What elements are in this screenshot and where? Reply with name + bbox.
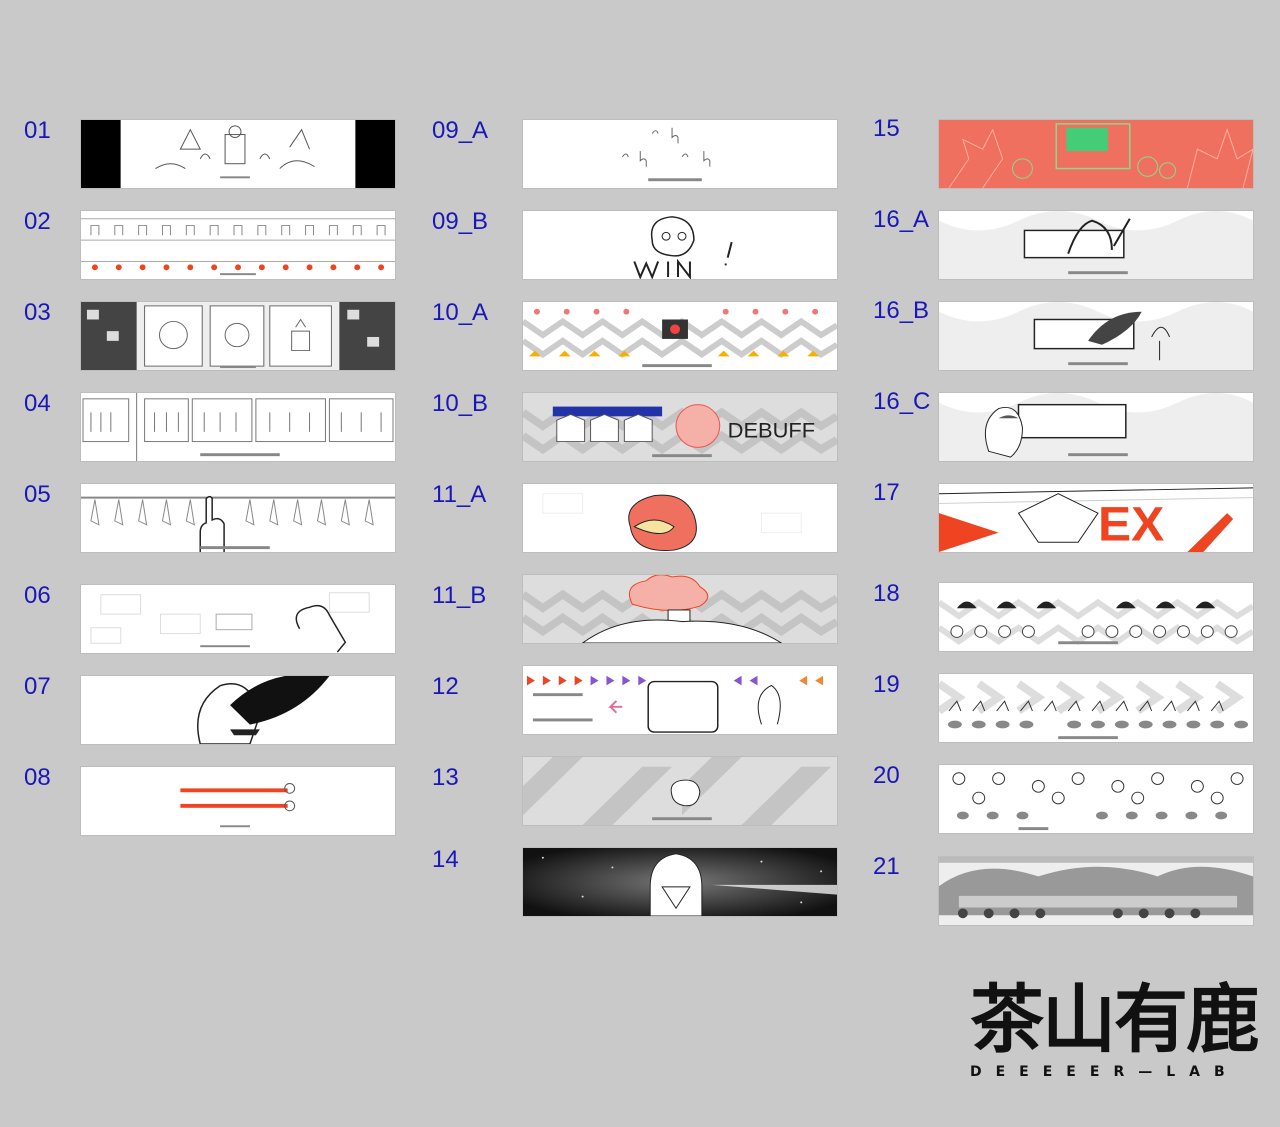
frame-thumb-21 xyxy=(938,856,1254,926)
frame-thumb-03 xyxy=(80,301,396,371)
frame-label-14: 14 xyxy=(432,846,459,873)
frame-label-21: 21 xyxy=(873,853,900,880)
frame-thumb-17: EX xyxy=(938,483,1254,553)
frame-label-01: 01 xyxy=(24,117,51,144)
frame-thumb-18 xyxy=(938,582,1254,652)
brand-name-cn: 茶山有鹿 xyxy=(970,977,1260,1063)
frame-thumb-11b xyxy=(522,574,838,644)
frame-thumb-16a xyxy=(938,210,1254,280)
frame-thumb-08 xyxy=(80,766,396,836)
frame-label-13: 13 xyxy=(432,764,459,791)
frame-label-18: 18 xyxy=(873,580,900,607)
frame-thumb-16b xyxy=(938,301,1254,371)
brand-logo: 茶山有鹿 DEEEEER—LAB xyxy=(970,980,1260,1090)
debuff-text: DEBUFF xyxy=(728,418,815,443)
frame-thumb-04 xyxy=(80,392,396,462)
frame-label-04: 04 xyxy=(24,390,51,417)
frame-thumb-20 xyxy=(938,764,1254,834)
frame-thumb-14 xyxy=(522,847,838,917)
frame-label-15: 15 xyxy=(873,115,900,142)
frame-label-08: 08 xyxy=(24,764,51,791)
frame-thumb-05 xyxy=(80,483,396,553)
frame-thumb-10b: DEBUFF xyxy=(522,392,838,462)
frame-thumb-09a xyxy=(522,119,838,189)
frame-label-17: 17 xyxy=(873,479,900,506)
frame-label-16a: 16_A xyxy=(873,206,930,233)
frame-thumb-16c xyxy=(938,392,1254,462)
frame-label-19: 19 xyxy=(873,671,900,698)
frame-label-03: 03 xyxy=(24,299,51,326)
frame-label-10a: 10_A xyxy=(432,299,489,326)
frame-thumb-15 xyxy=(938,119,1254,189)
frame-label-02: 02 xyxy=(24,208,51,235)
frame-label-16c: 16_C xyxy=(873,388,931,415)
frame-thumb-07 xyxy=(80,675,396,745)
frame-label-11a: 11_A xyxy=(432,481,487,508)
frame-label-07: 07 xyxy=(24,673,51,700)
frame-thumb-02 xyxy=(80,210,396,280)
frame-thumb-11a xyxy=(522,483,838,553)
frame-label-10b: 10_B xyxy=(432,390,489,417)
frame-label-09a: 09_A xyxy=(432,117,489,144)
frame-label-06: 06 xyxy=(24,582,51,609)
frame-thumb-09b xyxy=(522,210,838,280)
frame-thumb-12 xyxy=(522,665,838,735)
frame-label-20: 20 xyxy=(873,762,900,789)
frame-thumb-13 xyxy=(522,756,838,826)
frame-thumb-10a xyxy=(522,301,838,371)
frame-label-12: 12 xyxy=(432,673,459,700)
frame-label-16b: 16_B xyxy=(873,297,930,324)
ex-text: EX xyxy=(1098,498,1165,551)
frame-label-05: 05 xyxy=(24,481,51,508)
frame-thumb-19 xyxy=(938,673,1254,743)
frame-thumb-06 xyxy=(80,584,396,654)
frame-label-09b: 09_B xyxy=(432,208,489,235)
frame-label-11b: 11_B xyxy=(432,582,487,609)
brand-name-en: DEEEEER—LAB xyxy=(970,1064,1239,1080)
frame-thumb-01 xyxy=(80,119,396,189)
